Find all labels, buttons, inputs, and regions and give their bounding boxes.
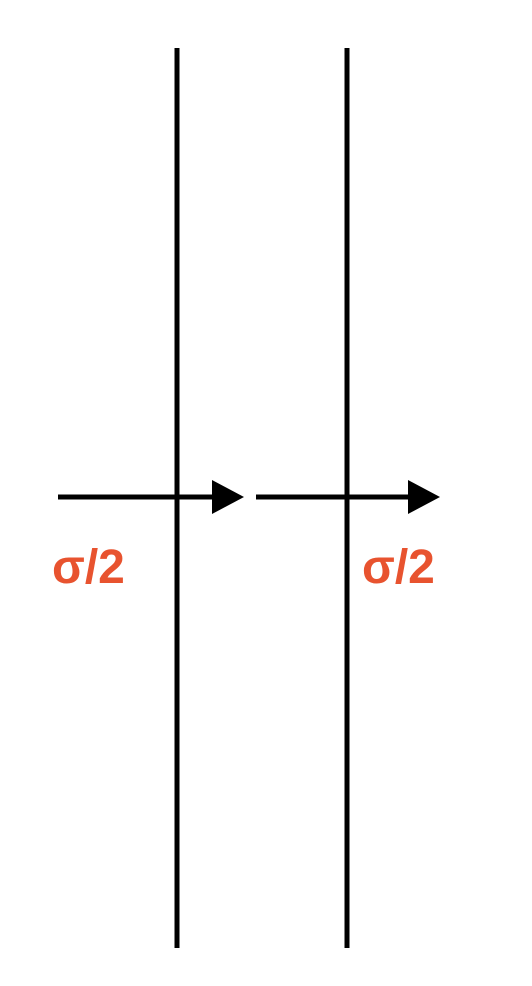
left-field-arrow [58,480,244,514]
left-arrow-head [212,480,244,514]
right-field-arrow [256,480,440,514]
right-sigma-label: σ/2 [362,541,435,594]
left-sigma-label: σ/2 [52,541,125,594]
right-arrow-head [408,480,440,514]
